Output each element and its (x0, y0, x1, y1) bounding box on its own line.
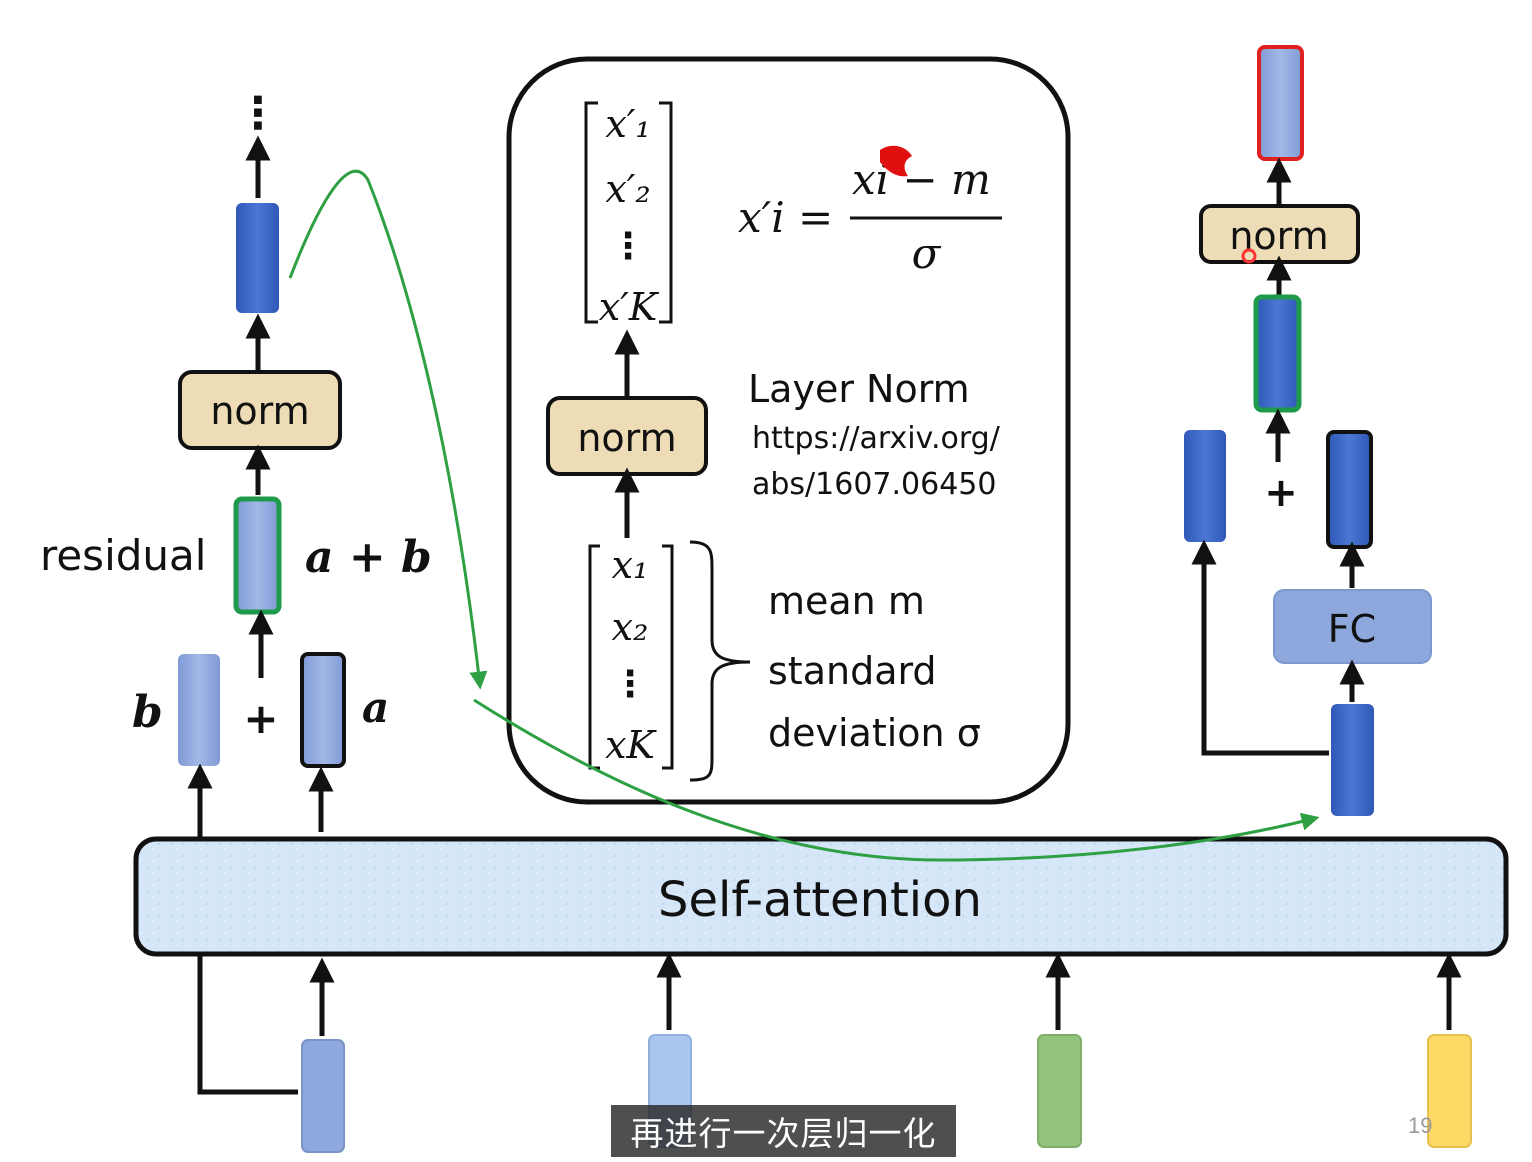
plus-left: + (243, 694, 278, 743)
fc-label: FC (1328, 607, 1376, 651)
in-vec-dots: ⋮ (612, 664, 648, 705)
fc-input-vector (1331, 704, 1374, 816)
norm-label-left: norm (210, 389, 309, 433)
output-vector (236, 203, 279, 313)
b-label: b (132, 687, 163, 738)
paper-link-line2: abs/1607.06450 (752, 467, 996, 502)
b-vector (178, 654, 220, 766)
fc-output-vector (1326, 430, 1373, 549)
formula-numerator: xi − m (852, 155, 991, 204)
std-label-line2: deviation σ (768, 711, 981, 755)
residual-sum-vector (233, 496, 282, 615)
panel-border (506, 56, 1071, 805)
subtitle-caption: 再进行一次层归一化 (611, 1105, 956, 1157)
layer-norm-panel: x′₁ x′₂ ⋮ x′K x′i = xi − m σ norm Layer … (506, 56, 1071, 805)
out-vec-dots: ⋮ (610, 226, 646, 267)
in-vec-k: xK (605, 723, 657, 767)
input-vector-1 (301, 1039, 345, 1153)
in-vec-2: x₂ (612, 605, 649, 649)
input-vector-3 (1037, 1034, 1082, 1148)
out-vec-2: x′₂ (605, 167, 650, 211)
green-arrow-to-fc (473, 698, 1320, 862)
in-vec-1: x₁ (612, 543, 649, 587)
std-label-line1: standard (768, 649, 937, 693)
plus-right: + (1264, 470, 1298, 516)
out-vec-k: x′K (599, 285, 660, 329)
self-attention-band (133, 836, 1509, 957)
left-block: ⋮ norm residual a + b b + a (40, 88, 432, 1095)
annotation-arrows (288, 169, 1320, 862)
out-vec-1: x′₁ (605, 102, 650, 146)
green-arrow-into-panel (288, 169, 488, 690)
right-skip-arrow (1191, 539, 1329, 756)
residual-label: residual (40, 531, 206, 580)
curly-brace (689, 540, 751, 782)
page-number: 19 (1408, 1113, 1433, 1138)
paper-link-line1: https://arxiv.org/ (752, 421, 1001, 456)
mean-label: mean m (768, 579, 925, 623)
out-bracket-right (659, 101, 673, 324)
self-attention-block: Self-attention (133, 836, 1509, 957)
out-bracket-left (584, 101, 598, 324)
a-vector (300, 652, 346, 768)
self-attention-label: Self-attention (658, 872, 982, 928)
right-residual-vector (1253, 294, 1302, 413)
formula-lhs: x′i = (738, 193, 833, 242)
ellipsis-dots: ⋮ (236, 88, 280, 139)
a-label: a (362, 683, 389, 732)
right-skip-vector (1184, 430, 1226, 542)
sum-label: a + b (305, 532, 432, 583)
formula-denominator: σ (912, 229, 942, 278)
right-block: norm + FC (1184, 45, 1432, 816)
input-vector-4 (1427, 1034, 1472, 1148)
norm-label-center: norm (577, 416, 676, 460)
red-annotation-mark (880, 145, 912, 177)
final-output-vector (1257, 45, 1304, 161)
layer-norm-title: Layer Norm (748, 367, 970, 411)
in-bracket-right (662, 544, 674, 770)
cursor-marker (1241, 248, 1257, 264)
